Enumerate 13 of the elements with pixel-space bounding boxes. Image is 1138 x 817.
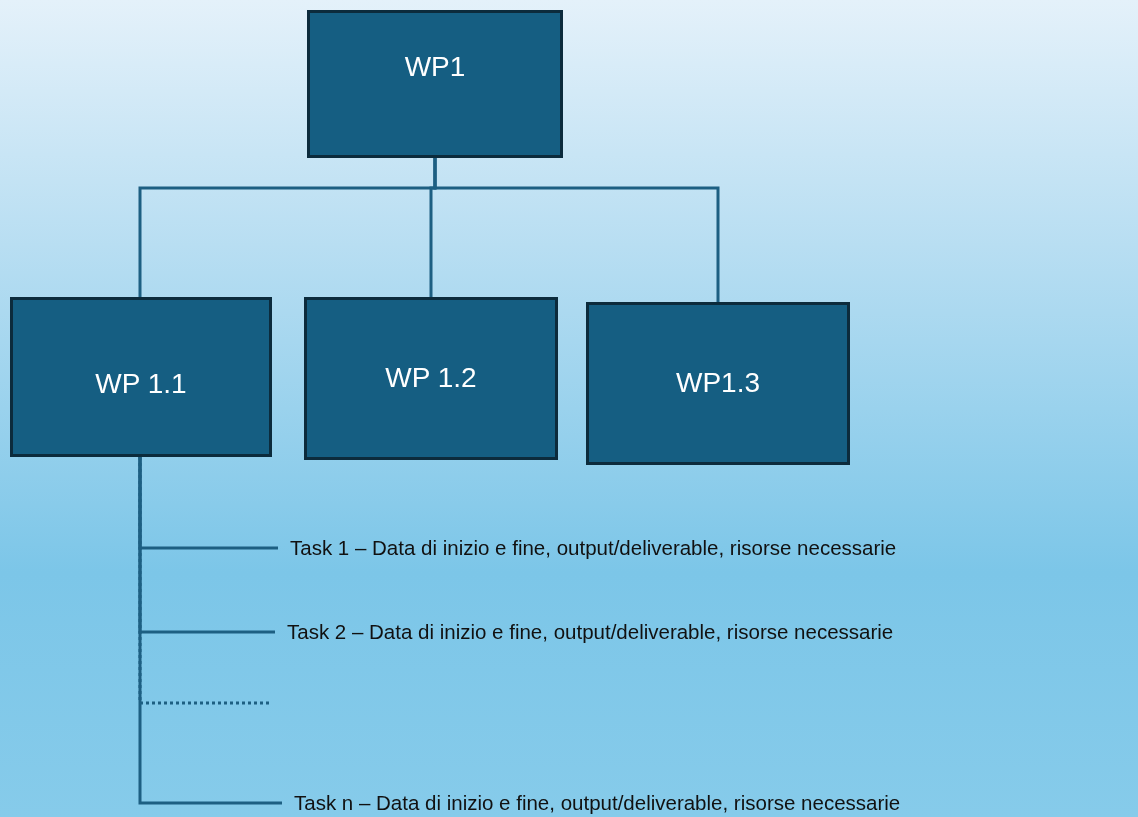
task-label: Task n – Data di inizio e fine, output/deliverable, risorse necessarie	[294, 790, 901, 816]
connector-line	[433, 158, 720, 302]
work-package-label: WP 1.2	[385, 362, 477, 394]
work-package-box	[304, 297, 558, 460]
work-package-label: WP 1.1	[95, 368, 187, 400]
work-package-label: WP1.3	[676, 367, 760, 399]
work-package-box	[10, 297, 272, 457]
work-package-box	[307, 10, 563, 158]
connector-line	[138, 457, 282, 805]
work-package-box	[586, 302, 850, 465]
work-package-label: WP1	[404, 51, 466, 83]
task-label: Task 2 – Data di inizio e fine, output/deliverable, risorse necessarie	[287, 619, 894, 645]
task-label: Task 1 – Data di inizio e fine, output/deliverable, risorse necessarie	[290, 535, 897, 561]
